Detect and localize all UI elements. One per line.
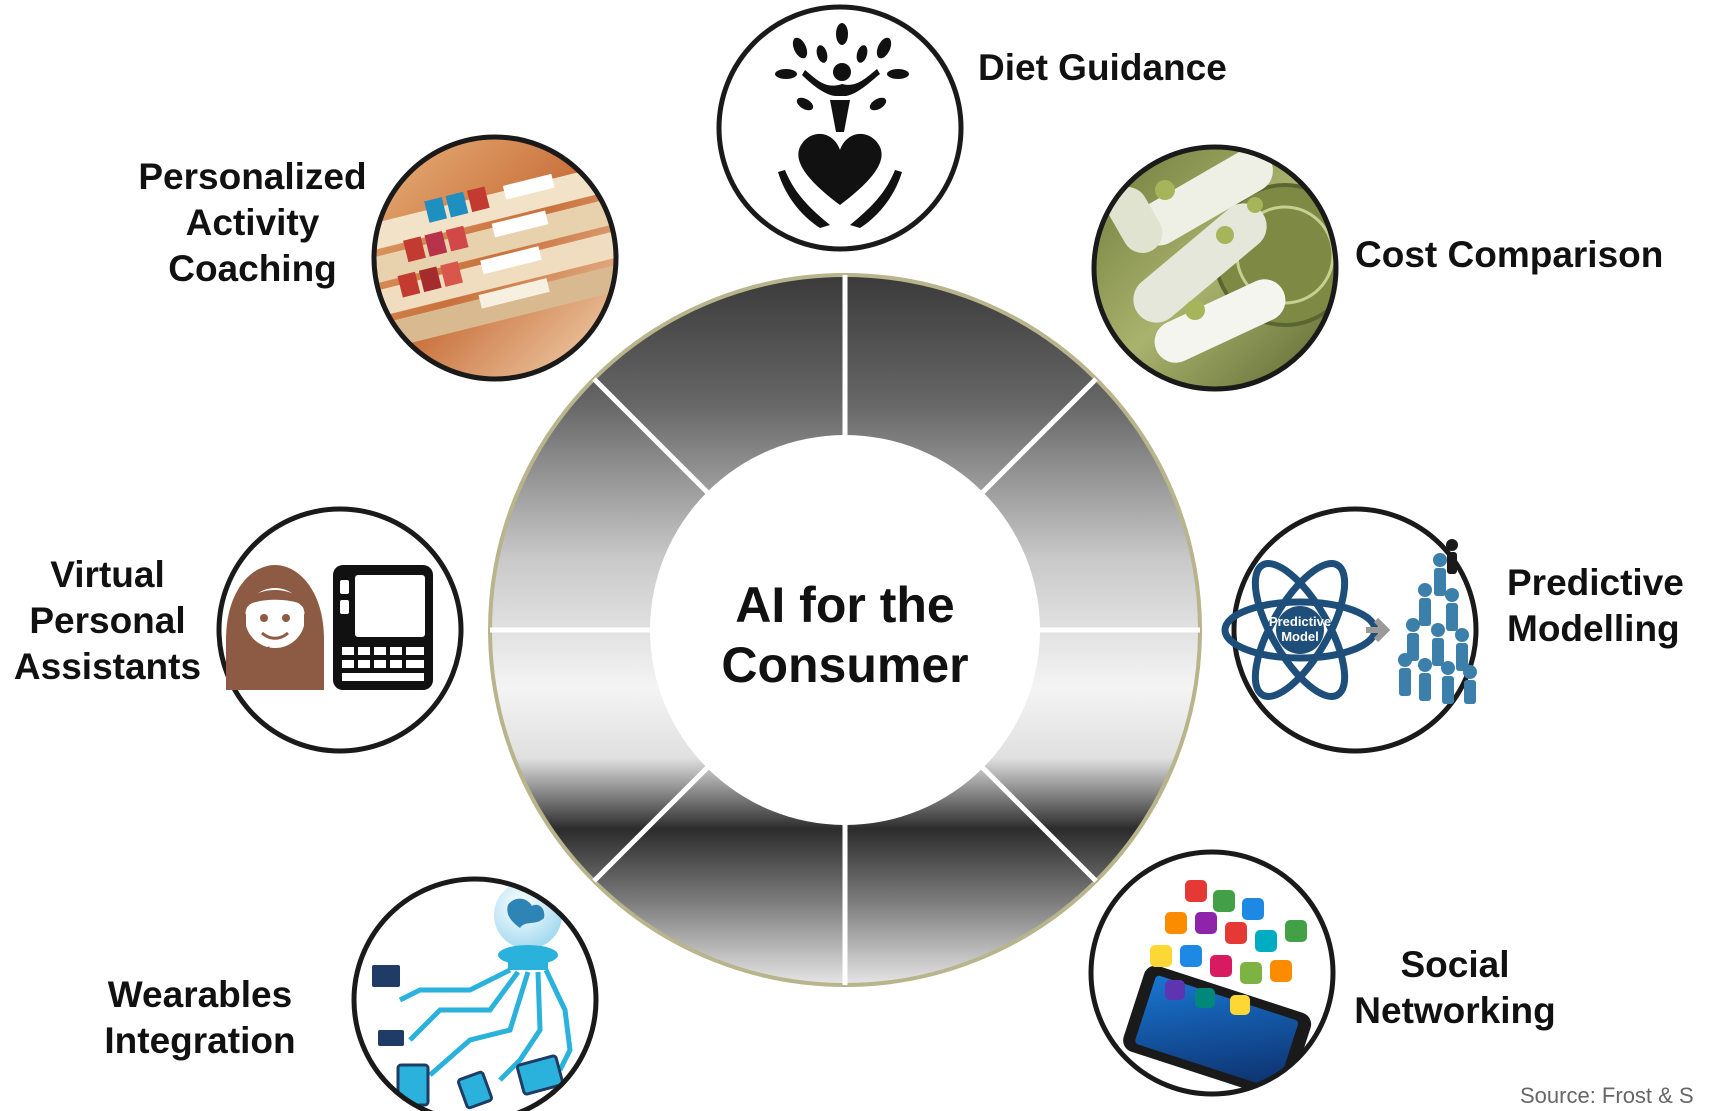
ring-center — [650, 435, 1040, 825]
label-wearables-integration: Wearables Integration — [104, 974, 296, 1061]
source-note: Source: Frost & S — [1520, 1083, 1694, 1108]
headset-tablet-icon — [216, 506, 464, 754]
diet-guidance-icon — [716, 4, 964, 252]
label-social-networking: Social Networking — [1354, 944, 1556, 1031]
label-diet-guidance: Diet Guidance — [978, 47, 1227, 88]
atom-people-icon — [1221, 506, 1479, 754]
center-title: AI for the Consumer — [721, 577, 969, 693]
file-folders-icon — [371, 134, 619, 382]
predictive-model-text-line: Model — [1281, 629, 1319, 644]
label-virtual-personal-assistants: Virtual Personal Assistants — [13, 554, 202, 687]
pills-money-icon — [1091, 144, 1339, 392]
smartphone-apps-icon — [1088, 849, 1336, 1097]
globe-devices-icon — [351, 876, 599, 1111]
label-personalized-activity-coaching: Personalized Activity Coaching — [138, 156, 367, 289]
predictive-model-text-line: Predictive — [1269, 614, 1331, 629]
label-cost-comparison: Cost Comparison — [1355, 234, 1664, 275]
label-predictive-modelling: Predictive Modelling — [1507, 562, 1684, 649]
